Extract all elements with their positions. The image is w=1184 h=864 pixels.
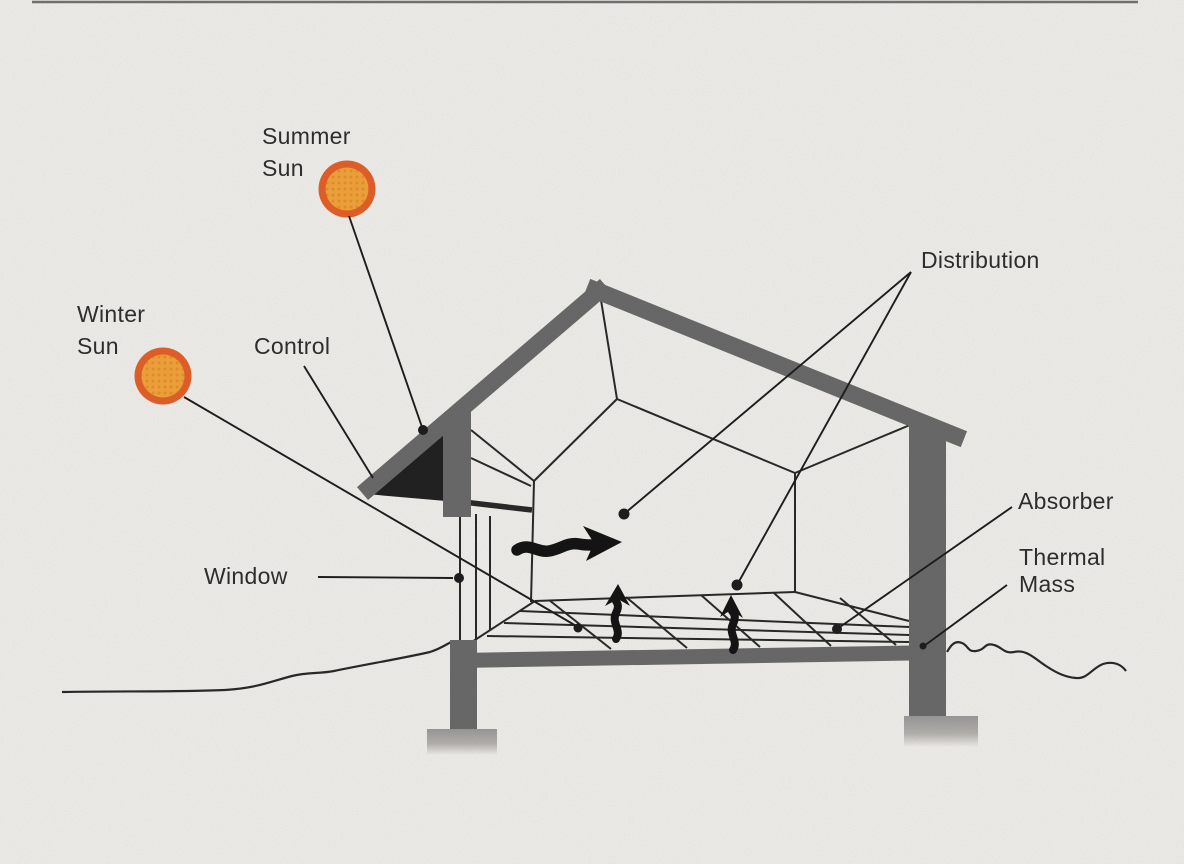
label-winter-sun-line2: Sun <box>77 333 119 359</box>
label-control: Control <box>254 333 331 359</box>
label-thermal-mass-line1: Thermal <box>1019 544 1106 570</box>
label-distribution: Distribution <box>921 247 1040 273</box>
label-window: Window <box>204 563 288 589</box>
label-absorber: Absorber <box>1018 488 1114 514</box>
label-summer-sun-line2: Sun <box>262 155 304 181</box>
label-winter-sun-line1: Winter <box>77 301 146 327</box>
label-thermal-mass: Thermal Mass <box>1019 544 1105 598</box>
label-thermal-mass-line2: Mass <box>1019 571 1076 597</box>
label-summer-sun: Summer Sun <box>262 120 351 184</box>
label-winter-sun: Winter Sun <box>77 298 145 362</box>
label-summer-sun-line1: Summer <box>262 123 351 149</box>
